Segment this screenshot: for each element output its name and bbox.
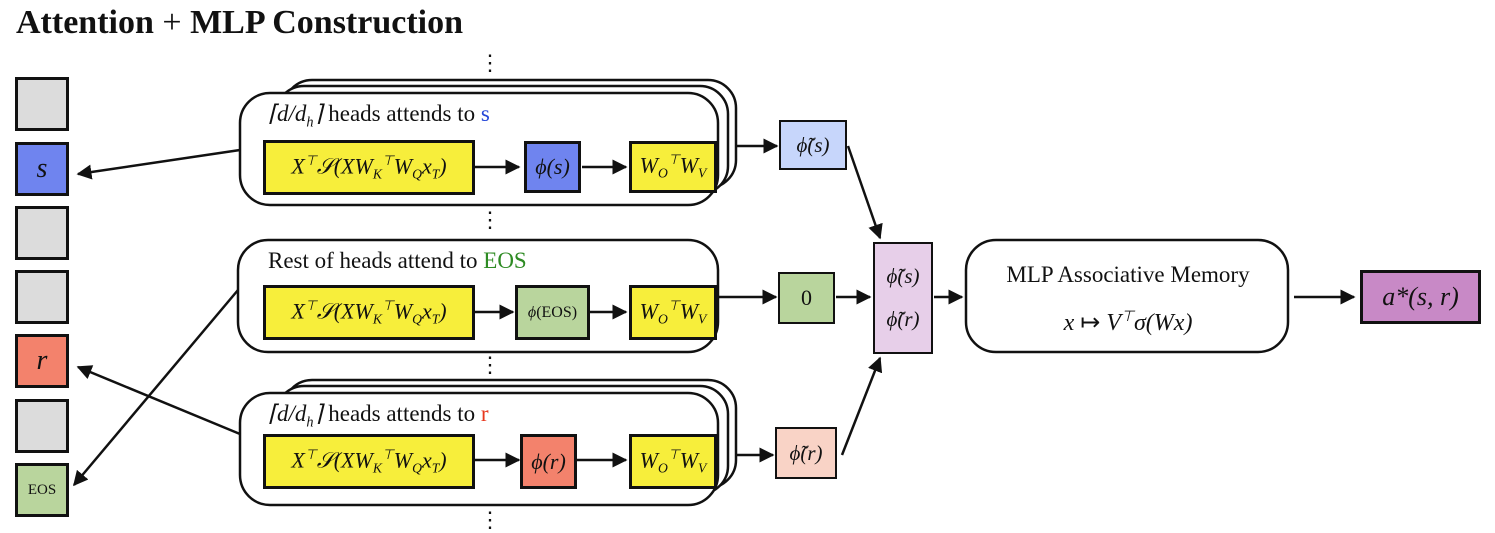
token-label-r: r — [36, 345, 48, 376]
mlp-block — [964, 238, 1290, 354]
ellipsis-lower: ⋮ — [479, 352, 501, 377]
output-box: a*(s, r) — [1360, 270, 1481, 324]
ellipsis-upper: ⋮ — [479, 207, 501, 232]
phi-tilde-s-box: ϕ̃(s) — [779, 120, 847, 170]
head-mid-caption: Rest of heads attend to EOS — [268, 248, 527, 273]
token-box-r: r — [15, 334, 69, 388]
phi-eos-box: ϕ(EOS) — [515, 285, 590, 340]
token-box-4 — [15, 270, 69, 324]
ellipsis-bottom: ⋮ — [479, 507, 501, 532]
head-bot-caption: ⌈d/dh⌉ heads attends to r — [268, 401, 489, 431]
arrow-phi-s-to-combined — [846, 145, 883, 240]
token-box-1 — [15, 77, 69, 131]
attention-score-box-mid: X⊤𝒮(XWK⊤WQxT) — [263, 285, 475, 340]
attention-score-box-top: X⊤𝒮(XWK⊤WQxT) — [263, 140, 475, 195]
arrow-head-to-r — [76, 365, 241, 436]
token-box-eos: EOS — [15, 463, 69, 517]
token-box-s: s — [15, 142, 69, 196]
wo-wv-box-mid: WO⊤WV — [629, 285, 717, 340]
page-title: Attention + MLP Construction — [16, 4, 464, 41]
token-box-6 — [15, 399, 69, 453]
head-top-caption: ⌈d/dh⌉ heads attends to s — [268, 101, 490, 131]
combined-feature-box: ϕ̃(s) ϕ̃(r) — [873, 242, 933, 354]
token-label-s: s — [36, 153, 48, 184]
wo-wv-box-bot: WO⊤WV — [629, 434, 717, 489]
combined-phi-r: ϕ̃(r) — [886, 307, 920, 331]
token-box-3 — [15, 206, 69, 260]
phi-r-box: ϕ(r) — [520, 434, 577, 489]
token-label-eos: EOS — [27, 481, 57, 498]
arrow-head-to-s — [76, 148, 241, 180]
combined-phi-s: ϕ̃(s) — [886, 264, 920, 288]
ellipsis-top: ⋮ — [479, 50, 501, 75]
phi-s-box: ϕ(s) — [524, 141, 581, 193]
mlp-title: MLP Associative Memory — [1006, 262, 1250, 287]
zero-box: 0 — [778, 272, 835, 324]
mlp-formula: x ↦ V⊤σ(Wx) — [1063, 309, 1193, 336]
phi-tilde-r-box: ϕ̃(r) — [775, 427, 837, 479]
wo-wv-box-top: WO⊤WV — [629, 141, 717, 193]
attention-score-box-bot: X⊤𝒮(XWK⊤WQxT) — [263, 434, 475, 489]
arrow-phi-r-to-combined — [840, 356, 883, 456]
arrow-head-to-eos — [73, 289, 239, 487]
